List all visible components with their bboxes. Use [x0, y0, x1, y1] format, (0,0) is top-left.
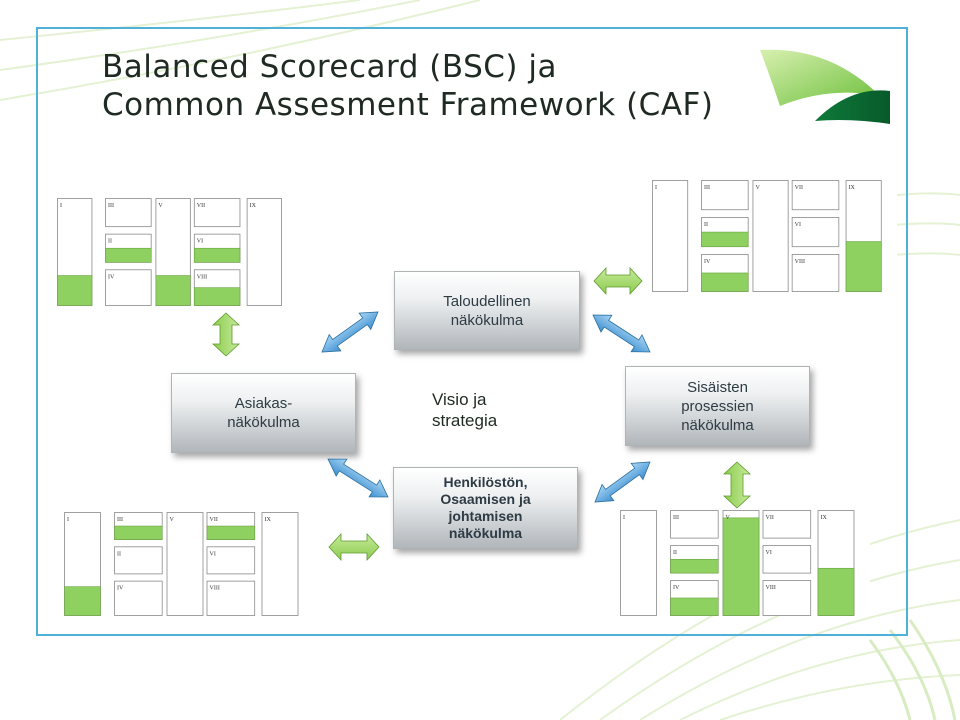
customer-perspective-box: Asiakas- näkökulma: [171, 373, 356, 453]
caf-cell-label: II: [108, 239, 112, 245]
caf-cell-fill: [670, 558, 719, 574]
caf-cell-fill: [155, 275, 191, 306]
caf-cell-fill: [105, 247, 152, 263]
caf-cell-label: I: [67, 517, 69, 523]
caf-cell: [206, 546, 256, 575]
caf-cell: [261, 512, 299, 616]
caf-cell-label: III: [108, 203, 114, 209]
caf-cell-label: VII: [766, 515, 774, 521]
caf-cell-label: VIII: [210, 586, 220, 592]
caf-cell: [652, 180, 689, 292]
caf-cell-fill: [57, 275, 93, 306]
vision-strategy-line-1: Visio ja: [432, 390, 487, 409]
caf-cell-label: VIII: [766, 585, 776, 591]
caf-cell: [246, 198, 282, 306]
vision-strategy-line-2: strategia: [432, 411, 498, 430]
caf-cell-fill: [845, 241, 882, 292]
caf-cell-label: VII: [197, 203, 205, 209]
caf-cell-fill: [206, 525, 256, 540]
caf-cell-label: VI: [766, 550, 772, 556]
caf-cell-fill: [817, 567, 855, 616]
caf-cell-label: III: [704, 185, 710, 191]
caf-cell: [620, 510, 657, 616]
financial-perspective-box: Taloudellinen näkökulma: [394, 271, 580, 350]
caf-cell-fill: [701, 231, 749, 248]
caf-cell-label: VI: [197, 239, 203, 245]
caf-cell: [791, 254, 840, 292]
caf-cell: [114, 546, 163, 575]
caf-cell-label: IX: [821, 515, 828, 521]
people-perspective-box: Henkilöstön, Osaamisen ja johtamisen näk…: [393, 467, 578, 549]
leaf-logo: [760, 49, 890, 124]
caf-cell: [105, 269, 152, 306]
caf-cell-label: VIII: [197, 274, 207, 280]
caf-cell: [193, 198, 241, 228]
caf-cell: [762, 545, 812, 574]
caf-cell: [791, 180, 840, 211]
caf-cell-fill: [64, 586, 101, 616]
caf-cell-label: I: [60, 203, 62, 209]
slide-frame: [36, 27, 908, 636]
slide-title: Balanced Scorecard (BSC) ja Common Asses…: [102, 48, 713, 124]
caf-cell-label: VI: [210, 551, 216, 557]
caf-cell: [752, 180, 789, 292]
caf-cell-fill: [194, 287, 241, 306]
caf-cell-label: IV: [117, 586, 124, 592]
caf-cell: [701, 180, 749, 211]
caf-cell-label: V: [755, 185, 760, 191]
caf-cell-label: III: [117, 517, 123, 523]
caf-cell-fill: [194, 247, 241, 263]
caf-cell-label: IX: [265, 517, 272, 523]
caf-cell-label: VIII: [795, 259, 805, 265]
people-perspective-label: Henkilöstön, Osaamisen ja johtamisen näk…: [440, 474, 531, 541]
caf-cell-label: II: [117, 551, 121, 557]
caf-cell-label: VII: [795, 185, 803, 191]
caf-cell-fill: [670, 597, 719, 616]
caf-cell-fill: [722, 517, 760, 616]
caf-cell-label: IX: [250, 203, 257, 209]
caf-cell: [206, 580, 256, 616]
caf-cell-label: IX: [849, 185, 856, 191]
title-line-1: Balanced Scorecard (BSC) ja: [102, 49, 557, 85]
internal-process-perspective-label: Sisäisten prosessien näkökulma: [681, 378, 754, 434]
caf-cell: [791, 217, 840, 248]
caf-cell: [105, 198, 152, 228]
caf-cell-label: I: [655, 185, 657, 191]
caf-cell-label: VI: [795, 222, 801, 228]
caf-cell: [762, 510, 812, 539]
caf-cell: [670, 510, 719, 539]
financial-perspective-label: Taloudellinen näkökulma: [443, 292, 531, 329]
caf-cell: [114, 580, 163, 616]
caf-cell-label: I: [623, 515, 625, 521]
caf-cell-label: IV: [108, 274, 115, 280]
caf-cell-label: V: [726, 515, 731, 521]
caf-cell-fill: [114, 525, 163, 540]
caf-cell-label: VII: [210, 517, 218, 523]
caf-cell-label: II: [704, 222, 708, 228]
caf-cell-fill: [701, 272, 749, 292]
customer-perspective-label: Asiakas- näkökulma: [227, 395, 300, 431]
caf-cell-label: IV: [673, 585, 680, 591]
caf-cell-label: V: [158, 203, 163, 209]
caf-cell: [166, 512, 204, 616]
caf-cell-label: IV: [704, 259, 711, 265]
caf-cell-label: III: [673, 515, 679, 521]
title-line-2: Common Assesment Framework (CAF): [102, 87, 714, 123]
internal-process-perspective-box: Sisäisten prosessien näkökulma: [625, 366, 810, 446]
caf-cell: [762, 580, 812, 616]
caf-cell-label: II: [673, 550, 677, 556]
vision-strategy-label: Visio ja strategia: [432, 389, 497, 431]
caf-cell-label: V: [170, 517, 175, 523]
